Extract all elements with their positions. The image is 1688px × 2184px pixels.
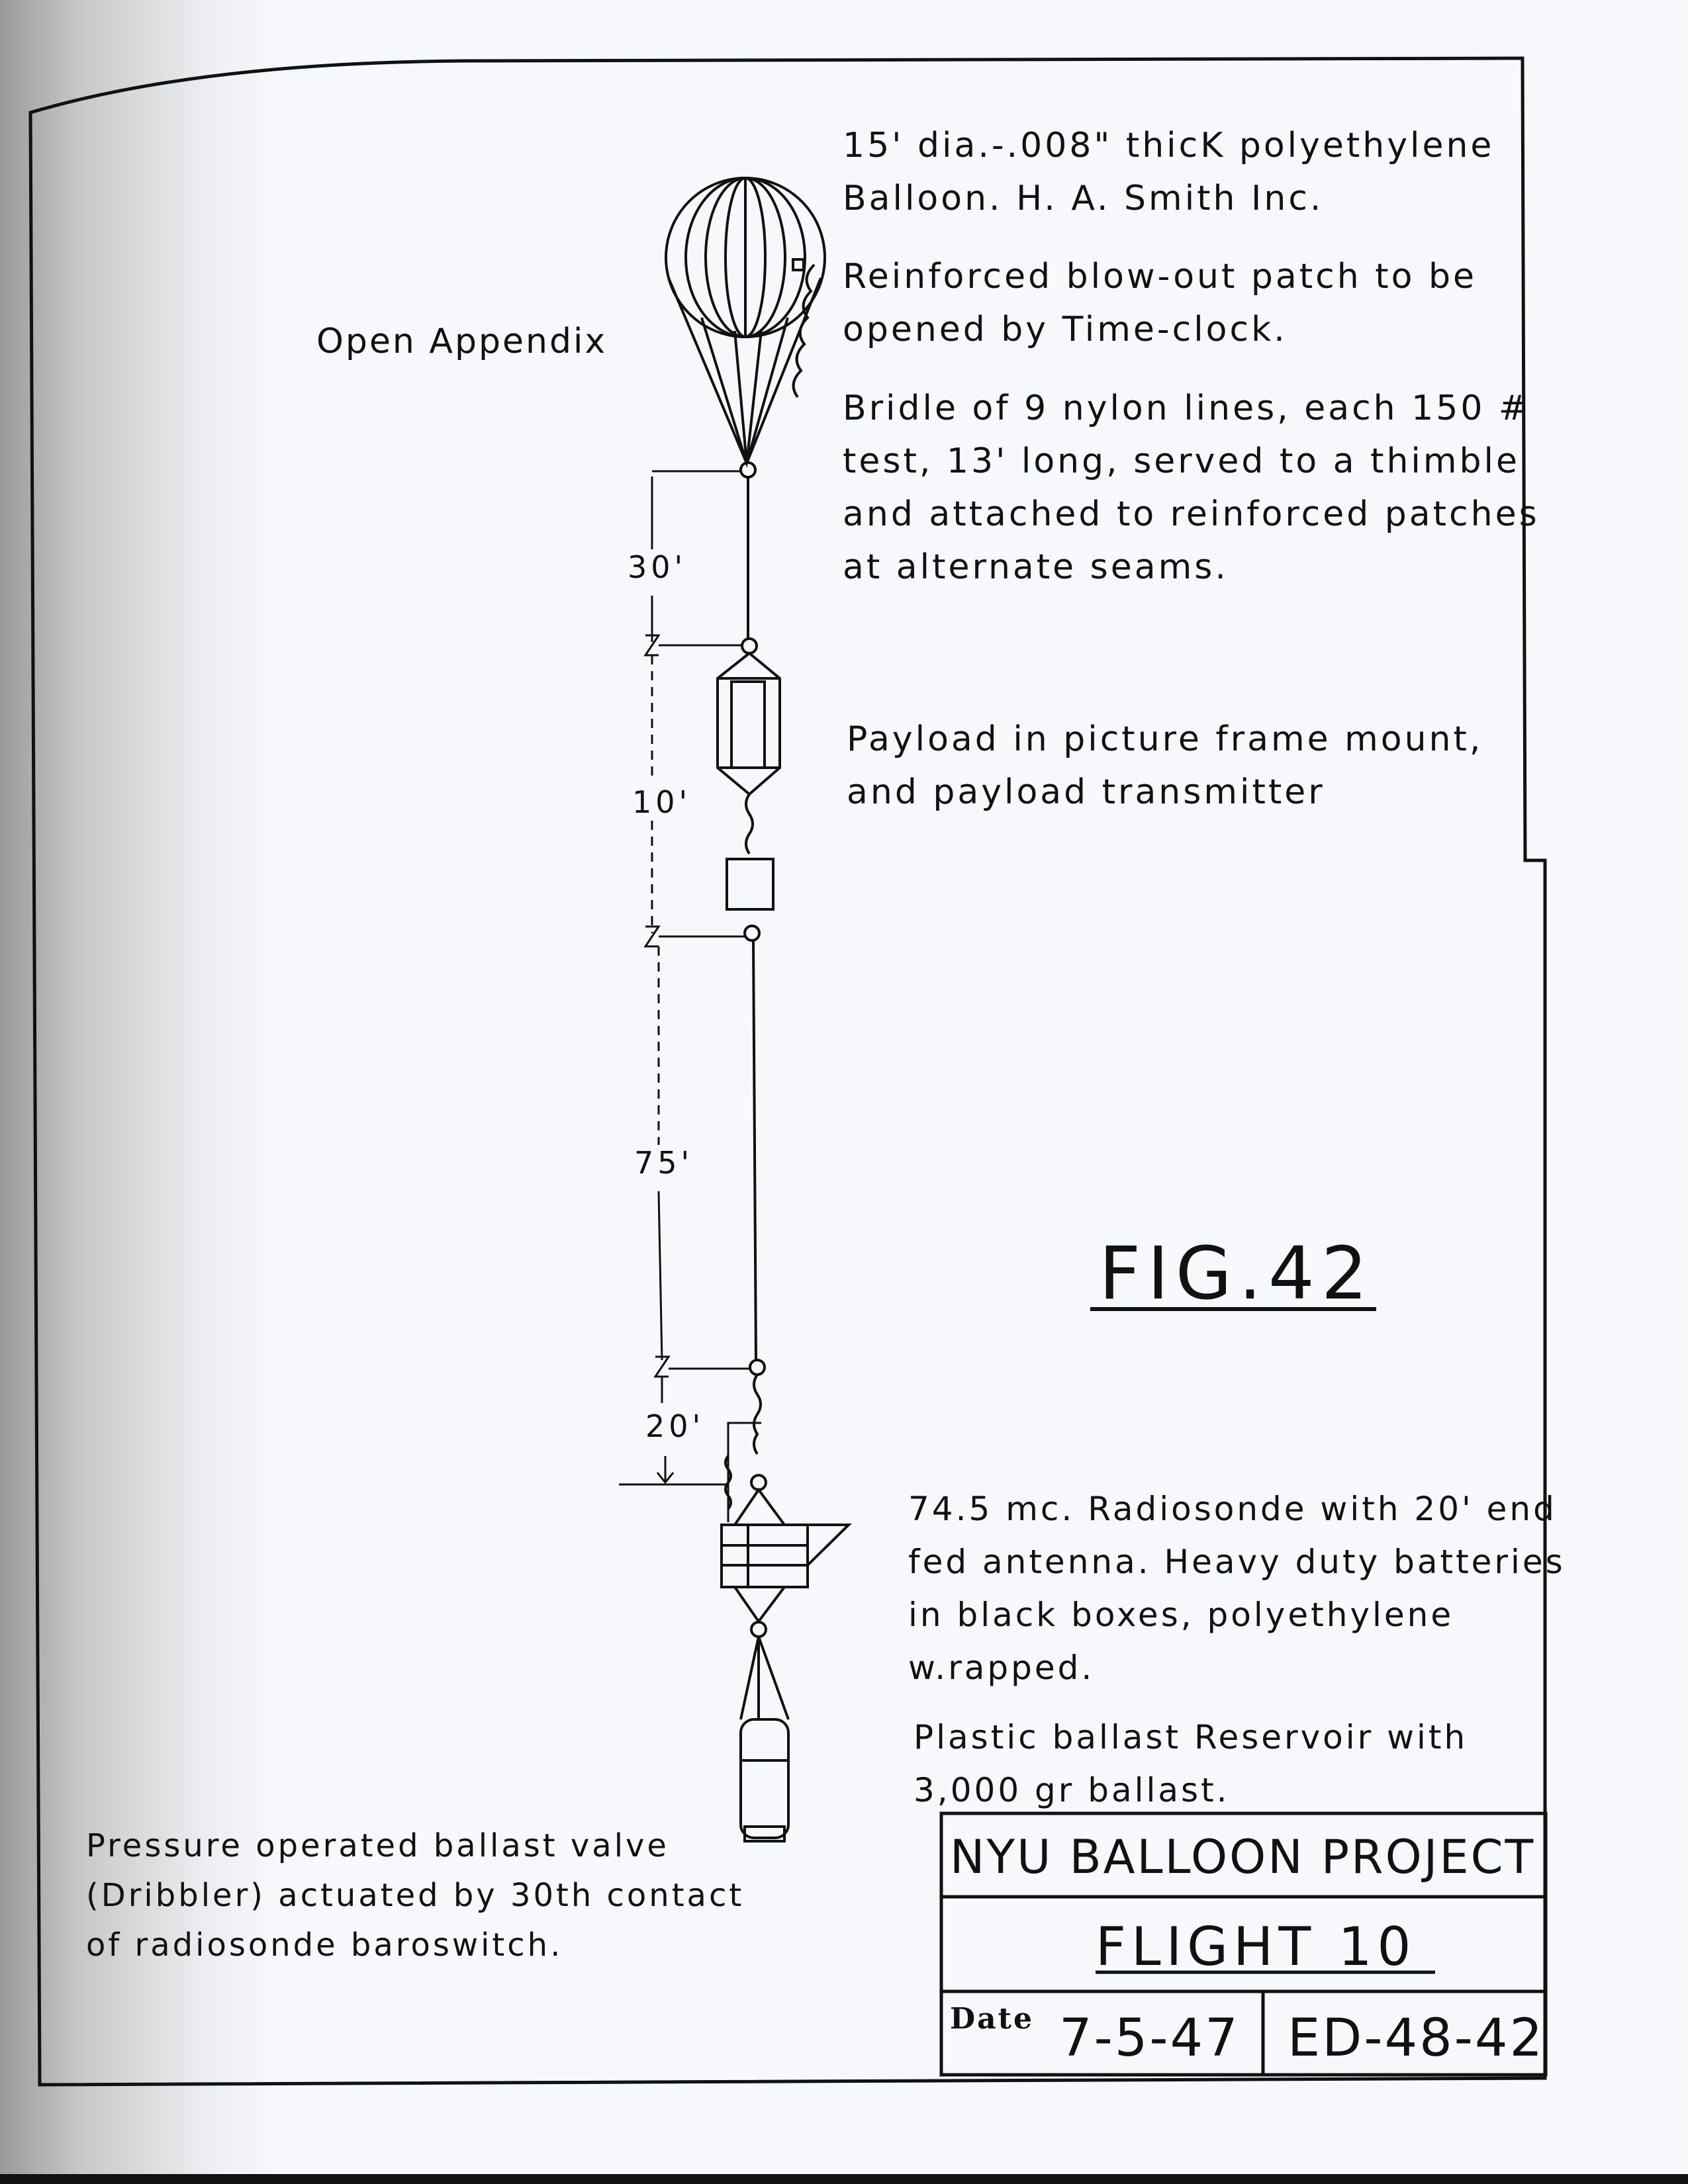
patch-note: Reinforced blow-out patch to be opened b… bbox=[843, 250, 1477, 356]
dimension-20ft: 20' bbox=[645, 1408, 705, 1444]
ballast-reservoir-icon bbox=[739, 1636, 790, 1843]
note-line: 74.5 mc. Radiosonde with 20' end bbox=[908, 1490, 1557, 1528]
date-label: Date bbox=[950, 2002, 1034, 2036]
note-line: fed antenna. Heavy duty batteries bbox=[908, 1543, 1566, 1581]
date-value: 7-5-47 bbox=[1059, 2009, 1240, 2068]
note-line: Plastic ballast Reservoir with bbox=[914, 1718, 1468, 1756]
note-line: 15' dia.-.008" thicK polyethylene bbox=[843, 126, 1495, 165]
note-line: w.rapped. bbox=[908, 1649, 1095, 1687]
payload-frame-icon bbox=[716, 651, 781, 942]
note-line: and attached to reinforced patches bbox=[843, 494, 1540, 534]
scan-edge bbox=[0, 2174, 1688, 2184]
open-appendix-label: Open Appendix bbox=[316, 322, 608, 361]
note-line: (Dribbler) actuated by 30th contact bbox=[86, 1877, 745, 1914]
note-line: and payload transmitter bbox=[847, 772, 1325, 812]
radiosonde-icon bbox=[720, 1487, 852, 1638]
radiosonde-note: 74.5 mc. Radiosonde with 20' end fed ant… bbox=[908, 1482, 1566, 1694]
reservoir-note: Plastic ballast Reservoir with 3,000 gr … bbox=[914, 1711, 1468, 1817]
note-line: opened by Time-clock. bbox=[843, 310, 1288, 349]
dimension-lines bbox=[619, 470, 751, 1486]
dimension-75ft: 75' bbox=[634, 1145, 694, 1181]
note-line: Payload in picture frame mount, bbox=[847, 719, 1483, 759]
note-line: Pressure operated ballast valve bbox=[86, 1827, 669, 1864]
payload-note: Payload in picture frame mount, and payl… bbox=[847, 713, 1483, 819]
bridle-note: Bridle of 9 nylon lines, each 150 # test… bbox=[843, 382, 1540, 594]
note-line: in black boxes, polyethylene bbox=[908, 1596, 1454, 1634]
flight-number: FLIGHT 10 bbox=[1096, 1916, 1417, 1978]
note-line: 3,000 gr ballast. bbox=[914, 1771, 1230, 1809]
balloon-icon bbox=[665, 177, 826, 478]
note-line: at alternate seams. bbox=[843, 547, 1229, 587]
scan-shadow bbox=[0, 0, 278, 2184]
note-line: Balloon. H. A. Smith Inc. bbox=[843, 179, 1324, 218]
note-line: test, 13' long, served to a thimble bbox=[843, 441, 1520, 481]
project-name: NYU BALLOON PROJECT bbox=[950, 1830, 1536, 1884]
dimension-10ft: 10' bbox=[632, 784, 692, 820]
note-line: of radiosonde baroswitch. bbox=[86, 1927, 563, 1964]
figure-label: FIG.42 bbox=[1099, 1231, 1374, 1316]
balloon-note: 15' dia.-.008" thicK polyethylene Balloo… bbox=[843, 119, 1494, 225]
drawing-frame bbox=[28, 56, 1547, 2087]
note-line: Reinforced blow-out patch to be bbox=[843, 257, 1477, 296]
drawing-number: ED-48-42 bbox=[1288, 2009, 1545, 2068]
ballast-valve-note: Pressure operated ballast valve (Dribble… bbox=[86, 1821, 744, 1970]
dimension-30ft: 30' bbox=[628, 549, 687, 585]
title-block-grid bbox=[939, 1811, 1548, 2077]
note-line: Bridle of 9 nylon lines, each 150 # bbox=[843, 388, 1530, 428]
